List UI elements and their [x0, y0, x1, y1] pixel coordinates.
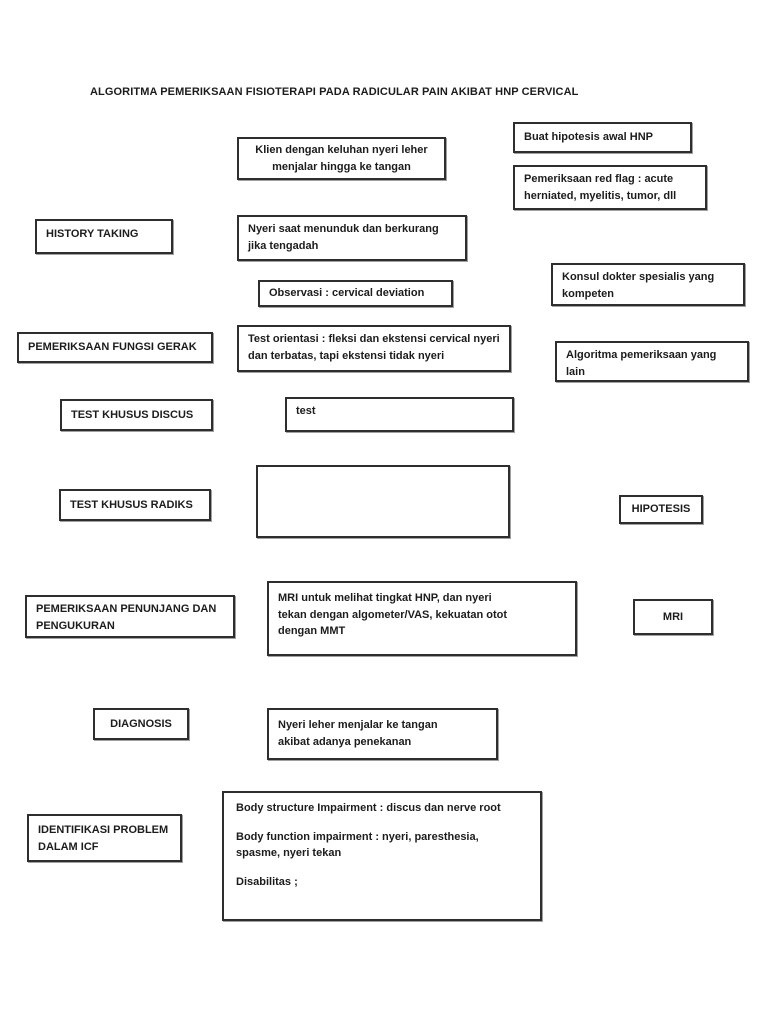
- flow-box-algoritma-lain-text: Algoritma pemeriksaan yang lain: [566, 349, 717, 378]
- stage-label-identifikasi-problem-text: IDENTIFIKASI PROBLEM DALAM ICF: [38, 824, 169, 853]
- flow-box-diagnosis-result: Nyeri leher menjalar ke tangan akibat ad…: [267, 708, 498, 760]
- flow-box-konsul-dokter: Konsul dokter spesialis yang kompeten: [551, 263, 745, 306]
- icf-body-structure-text: Body structure Impairment : discus dan n…: [236, 802, 501, 814]
- stage-label-test-khusus-radiks: TEST KHUSUS RADIKS: [59, 489, 211, 521]
- flow-box-observasi: Observasi : cervical deviation: [258, 280, 453, 307]
- flow-box-test-radiks-result-empty: [256, 465, 510, 538]
- flow-box-konsul-dokter-text: Konsul dokter spesialis yang kompeten: [562, 271, 715, 300]
- stage-label-hipotesis: HIPOTESIS: [619, 495, 703, 524]
- stage-label-identifikasi-problem: IDENTIFIKASI PROBLEM DALAM ICF: [27, 814, 182, 862]
- flow-box-test-discus-result-text: test: [296, 405, 316, 417]
- stage-label-pemeriksaan-penunjang-text: PEMERIKSAAN PENUNJANG DAN PENGUKURAN: [36, 603, 217, 632]
- stage-label-pemeriksaan-fungsi-gerak-text: PEMERIKSAAN FUNGSI GERAK: [28, 341, 197, 354]
- flow-box-mri: MRI: [633, 599, 713, 635]
- flow-box-icf-problems: Body structure Impairment : discus dan n…: [222, 791, 542, 921]
- stage-label-hipotesis-text: HIPOTESIS: [631, 503, 691, 516]
- stage-label-test-khusus-discus: TEST KHUSUS DISCUS: [60, 399, 213, 431]
- icf-disabilitas-text: Disabilitas ;: [236, 875, 298, 888]
- stage-label-test-khusus-discus-text: TEST KHUSUS DISCUS: [71, 408, 194, 421]
- flow-box-buat-hipotesis-awal-text: Buat hipotesis awal HNP: [524, 131, 653, 144]
- icf-body-function-text: Body function impairment : nyeri, parest…: [236, 830, 479, 859]
- flow-box-diagnosis-result-text: Nyeri leher menjalar ke tangan akibat ad…: [278, 719, 438, 748]
- flow-box-mri-pengukuran: MRI untuk melihat tingkat HNP, dan nyeri…: [267, 581, 577, 656]
- flow-box-nyeri-menunduk: Nyeri saat menunduk dan berkurang jika t…: [237, 215, 467, 261]
- stage-label-diagnosis-text: DIAGNOSIS: [110, 717, 172, 730]
- stage-label-history-taking-text: HISTORY TAKING: [46, 228, 139, 240]
- flow-box-test-orientasi: Test orientasi : fleksi dan ekstensi cer…: [237, 325, 511, 372]
- stage-label-history-taking: HISTORY TAKING: [35, 219, 173, 254]
- stage-label-pemeriksaan-fungsi-gerak: PEMERIKSAAN FUNGSI GERAK: [17, 332, 213, 363]
- stage-label-pemeriksaan-penunjang: PEMERIKSAAN PENUNJANG DAN PENGUKURAN: [25, 595, 235, 638]
- flow-box-nyeri-menunduk-text: Nyeri saat menunduk dan berkurang jika t…: [248, 223, 439, 252]
- flow-box-keluhan-klien-text: Klien dengan keluhan nyeri leher menjala…: [255, 144, 428, 173]
- flow-box-observasi-text: Observasi : cervical deviation: [269, 287, 425, 300]
- flow-box-test-discus-result: test: [285, 397, 514, 432]
- flow-box-algoritma-lain: Algoritma pemeriksaan yang lain: [555, 341, 749, 382]
- flow-box-red-flag-text: Pemeriksaan red flag : acute herniated, …: [524, 173, 677, 202]
- flow-box-red-flag: Pemeriksaan red flag : acute herniated, …: [513, 165, 707, 210]
- flow-box-test-orientasi-text: Test orientasi : fleksi dan ekstensi cer…: [248, 333, 500, 362]
- page-title: ALGORITMA PEMERIKSAAN FISIOTERAPI PADA R…: [90, 86, 579, 98]
- flow-box-keluhan-klien: Klien dengan keluhan nyeri leher menjala…: [237, 137, 446, 180]
- stage-label-diagnosis: DIAGNOSIS: [93, 708, 189, 740]
- flow-box-mri-text: MRI: [662, 610, 684, 623]
- flow-box-buat-hipotesis-awal: Buat hipotesis awal HNP: [513, 122, 692, 153]
- stage-label-test-khusus-radiks-text: TEST KHUSUS RADIKS: [70, 498, 193, 511]
- flow-box-mri-pengukuran-text: MRI untuk melihat tingkat HNP, dan nyeri…: [278, 592, 508, 637]
